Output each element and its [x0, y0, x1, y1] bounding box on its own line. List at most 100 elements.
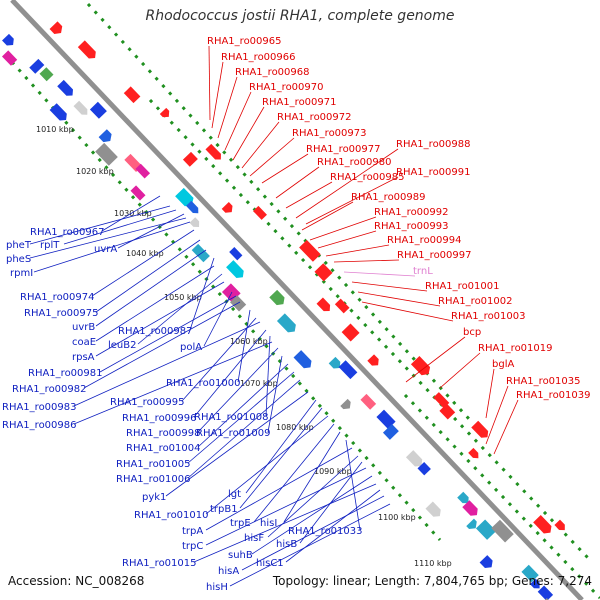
leader-line	[83, 301, 241, 389]
gene-label: RHA1_ro00988	[396, 139, 471, 150]
gene-feature	[2, 33, 14, 46]
gene-label: hisI	[260, 518, 277, 529]
kbp-tick-label: 1070 kbp	[240, 379, 278, 388]
gene-label: rpmI	[10, 268, 33, 279]
leader-line	[301, 201, 354, 231]
leader-line	[33, 221, 191, 273]
gene-label: trpC	[182, 541, 203, 552]
gene-feature	[340, 398, 351, 410]
gene-label: polA	[180, 342, 202, 353]
leader-line	[485, 385, 509, 445]
gene-feature	[159, 107, 170, 118]
gene-feature	[334, 298, 350, 314]
gene-label: RHA1_ro00994	[387, 235, 462, 246]
gene-label: RHA1_ro00997	[397, 250, 472, 261]
leader-line	[63, 209, 177, 245]
leader-line	[267, 355, 283, 433]
leader-line	[309, 216, 377, 241]
outer-right-track	[86, 2, 472, 422]
gene-feature	[73, 100, 88, 115]
leader-line	[217, 76, 238, 139]
leader-line	[205, 447, 353, 531]
gene-feature	[293, 350, 312, 369]
gene-label: RHA1_ro00982	[12, 384, 87, 395]
gene-feature	[468, 447, 479, 459]
accession-text: Accession: NC_008268	[8, 574, 145, 588]
leader-line	[405, 336, 466, 383]
gene-feature	[328, 356, 341, 369]
leader-line	[211, 61, 224, 129]
leader-line	[205, 467, 367, 546]
gene-feature	[405, 450, 423, 467]
leader-line	[325, 244, 390, 257]
gene-label: RHA1_ro01009	[196, 428, 271, 439]
gene-label: RHA1_ro00975	[24, 308, 99, 319]
gene-label: RHA1_ro00977	[306, 144, 381, 155]
gene-feature	[299, 239, 321, 262]
kbp-tick-label: 1010 kbp	[36, 125, 74, 134]
gene-label: RHA1_ro01006	[116, 474, 191, 485]
gene-feature	[186, 200, 199, 214]
gene-feature	[205, 143, 221, 160]
gene-feature	[537, 585, 554, 600]
gene-feature	[417, 461, 431, 476]
gene-feature	[425, 501, 441, 517]
leader-line	[345, 439, 361, 531]
leader-line	[261, 153, 309, 184]
gene-feature	[466, 518, 477, 530]
gene-label: RHA1_ro00965	[207, 36, 282, 47]
gene-label: RHA1_ro00980	[317, 157, 392, 168]
leader-line	[101, 195, 161, 232]
gene-label: RHA1_ro01001	[425, 281, 500, 292]
gene-label: trnL	[413, 266, 433, 277]
gene-feature	[433, 392, 450, 409]
leader-line	[73, 341, 273, 425]
gene-label: trpB1	[210, 504, 238, 515]
gene-label: RHA1_ro01033	[288, 526, 363, 537]
leader-line	[95, 249, 207, 327]
gene-label: hisH	[206, 582, 228, 593]
leader-line	[285, 181, 333, 209]
gene-feature	[410, 356, 431, 376]
gene-label: RHA1_ro01000	[166, 378, 241, 389]
leader-line	[249, 137, 295, 177]
leader-line	[29, 205, 171, 245]
leader-line	[165, 391, 309, 497]
leader-line	[253, 423, 335, 523]
leader-line	[187, 371, 295, 464]
gene-feature	[77, 40, 96, 59]
gene-feature	[462, 500, 478, 516]
leader-line	[343, 271, 416, 277]
leader-line	[187, 379, 301, 479]
kbp-tick-label: 1060 kbp	[230, 337, 268, 346]
outer-right-track-lower	[403, 393, 600, 600]
gene-label: coaE	[72, 337, 96, 348]
leader-line	[224, 91, 252, 151]
gene-feature	[135, 163, 151, 179]
leader-line	[239, 407, 323, 509]
inner-right-track	[148, 98, 592, 562]
gene-label: trpE	[230, 518, 251, 529]
gene-label: RHA1_ro00973	[292, 128, 367, 139]
gene-feature	[360, 393, 377, 410]
gene-label: RHA1_ro01015	[122, 558, 197, 569]
leader-line	[241, 121, 280, 169]
gene-feature	[316, 297, 331, 312]
gene-feature	[479, 555, 493, 569]
gene-label: suhB	[228, 550, 253, 561]
leader-line	[193, 483, 377, 563]
leader-line	[241, 495, 385, 571]
kbp-tick-label: 1090 kbp	[314, 467, 352, 476]
gene-feature	[221, 202, 233, 213]
leader-lines	[29, 45, 519, 587]
gene-feature	[130, 185, 146, 201]
gene-features	[1, 21, 565, 600]
leader-line	[181, 317, 257, 402]
gene-label: RHA1_ro01005	[116, 459, 191, 470]
leader-line	[251, 475, 373, 555]
genome-title: Rhodococcus jostii RHA1, complete genome	[145, 8, 455, 24]
leader-line	[357, 291, 441, 307]
gene-feature	[253, 205, 267, 220]
genome-backbone	[10, 0, 584, 600]
